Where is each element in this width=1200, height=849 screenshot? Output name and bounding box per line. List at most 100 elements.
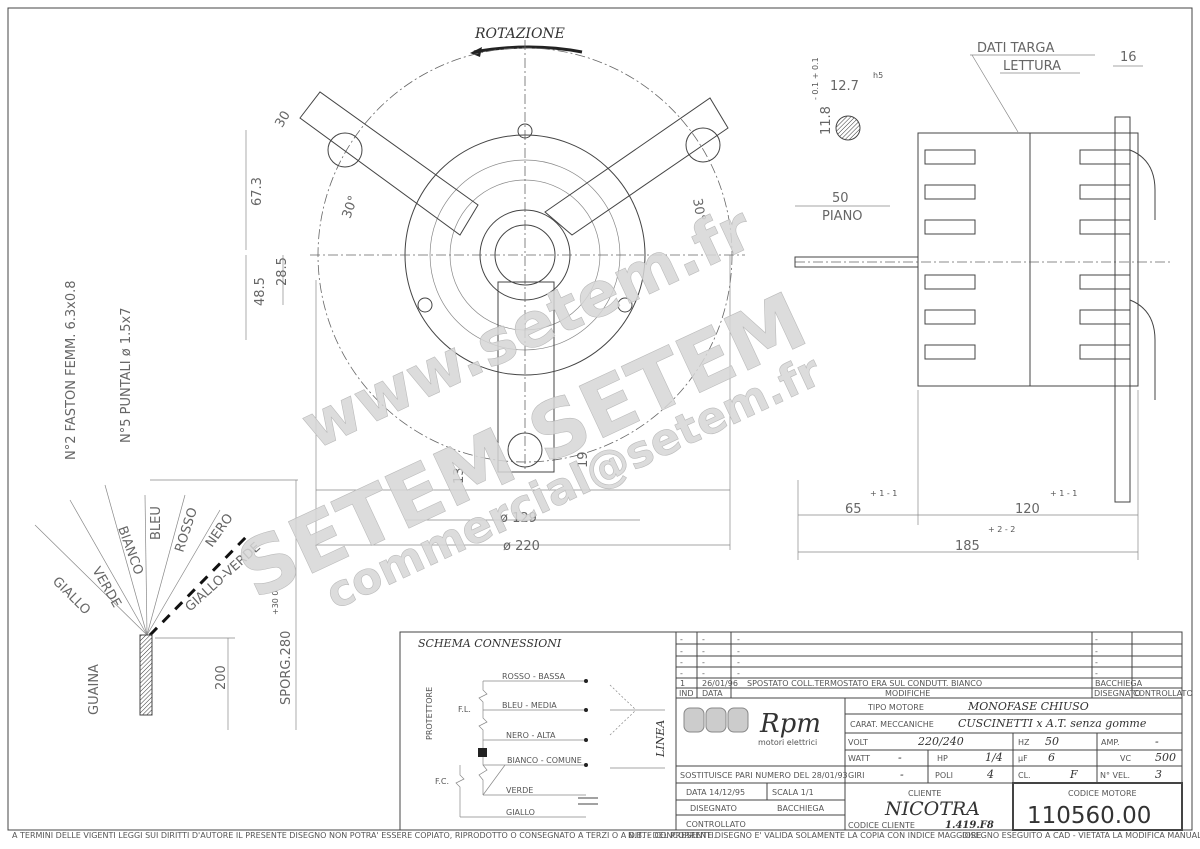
motor-body-side bbox=[917, 132, 1139, 387]
codice-cliente-value: 1.419.F8 bbox=[945, 820, 994, 831]
revision-header: DATA bbox=[702, 689, 723, 698]
wire-bleu: BLEU bbox=[149, 506, 164, 540]
connection-schema: SCHEMA CONNESSIONI ROSSO - BASSA BLEU - … bbox=[399, 631, 677, 831]
footer-copyright: A TERMINI DELLE VIGENTI LEGGI SUI DIRITT… bbox=[12, 831, 716, 840]
revision-cell: - bbox=[680, 647, 683, 656]
schema-fl: F.L. bbox=[458, 705, 471, 714]
poli-label: POLI bbox=[935, 771, 953, 780]
schema-title: SCHEMA CONNESSIONI bbox=[418, 637, 562, 650]
puntali-label: N°5 PUNTALI ø 1.5x7 bbox=[119, 308, 134, 443]
guaina-sheath bbox=[139, 634, 153, 716]
codice-cliente-label: CODICE CLIENTE bbox=[848, 821, 915, 830]
schema-nero-alta: NERO - ALTA bbox=[506, 731, 556, 740]
dim-48: 48.5 bbox=[253, 277, 268, 306]
shaft-diameter: 12.7 bbox=[830, 79, 859, 94]
piano: PIANO bbox=[822, 209, 863, 224]
tipo-value: MONOFASE CHIUSO bbox=[967, 700, 1089, 713]
rpm-logo: Rpm motori elettrici bbox=[683, 707, 821, 747]
dim-129: ø 129 bbox=[500, 511, 537, 526]
volt-value: 220/240 bbox=[917, 735, 964, 748]
drawing-info: SOSTITUISCE PARI NUMERO DEL 28/01/93 DAT… bbox=[680, 771, 1151, 831]
schema-bianco-comune: BIANCO - COMUNE bbox=[507, 756, 582, 765]
amp-value: - bbox=[1155, 735, 1159, 748]
dim-185: 185 bbox=[955, 539, 980, 554]
revision-header: MODIFICHE bbox=[885, 689, 930, 698]
controllato-label: CONTROLLATO bbox=[686, 820, 746, 829]
codice-motore-value: 110560.00 bbox=[1027, 803, 1151, 829]
data: DATA 14/12/95 bbox=[686, 788, 745, 797]
disegnato-value: BACCHIEGA bbox=[777, 804, 825, 813]
codice-motore-label: CODICE MOTORE bbox=[1068, 789, 1137, 798]
schema-verde: VERDE bbox=[506, 786, 533, 795]
angle-left: 30° bbox=[340, 194, 362, 221]
dim-185-tol: + 2 - 2 bbox=[988, 525, 1015, 534]
dim-13: 13 bbox=[452, 467, 467, 484]
spec-table: TIPO MOTORE MONOFASE CHIUSO CARAT. MECCA… bbox=[848, 700, 1176, 781]
sostituisce: SOSTITUISCE PARI NUMERO DEL 28/01/93 bbox=[680, 771, 848, 780]
hz-label: HZ bbox=[1018, 738, 1030, 747]
wire-verde: VERDE bbox=[89, 565, 124, 611]
footer-cad: DISEGNO ESEGUITO A CAD - VIETATA LA MODI… bbox=[962, 831, 1200, 840]
logo-brand: Rpm bbox=[759, 709, 821, 739]
hp-value: 1/4 bbox=[985, 751, 1003, 764]
revision-cell: - bbox=[702, 647, 705, 656]
logo-sub: motori elettrici bbox=[758, 738, 817, 747]
vel-label: N° VEL. bbox=[1100, 771, 1130, 780]
revision-cell: SPOSTATO COLL.TERMOSTATO ERA SUL CONDUTT… bbox=[747, 679, 982, 688]
tipo-label: TIPO MOTORE bbox=[867, 703, 924, 712]
dim-200: 200 bbox=[214, 665, 229, 690]
front-view: ROTAZIONE 67.3 48.5 28.5 30 30° 30° 19 bbox=[245, 26, 745, 554]
scala: SCALA 1/1 bbox=[772, 788, 814, 797]
faston-label: N°2 FASTON FEMM. 6.3x0.8 bbox=[64, 280, 79, 460]
uf-label: µF bbox=[1018, 754, 1028, 763]
title-block bbox=[675, 631, 1183, 831]
carat-value: CUSCINETTI x A.T. senza gomme bbox=[958, 717, 1147, 730]
giri-label: GIRI bbox=[848, 771, 864, 780]
revision-header: DISEGNATO bbox=[1094, 689, 1141, 698]
poli-value: 4 bbox=[986, 768, 994, 781]
cliente-label: CLIENTE bbox=[908, 789, 941, 798]
revision-cell: - bbox=[1095, 669, 1098, 678]
dim-28: 28.5 bbox=[275, 257, 290, 286]
revision-cell: - bbox=[702, 669, 705, 678]
revision-cell: - bbox=[737, 669, 740, 678]
vel-value: 3 bbox=[1155, 768, 1162, 781]
wire-giallo: GIALLO bbox=[49, 574, 93, 618]
wire-harness: N°2 FASTON FEMM. 6.3x0.8 N°5 PUNTALI ø 1… bbox=[34, 280, 298, 730]
schema-giallo: GIALLO bbox=[506, 808, 535, 817]
revision-cell: 1 bbox=[680, 679, 685, 688]
footer-note: N.B. - DEL PRESENTE DISEGNO E' VALIDA SO… bbox=[628, 831, 984, 840]
revision-cell: - bbox=[737, 658, 740, 667]
dim-16: 16 bbox=[1120, 50, 1137, 65]
watt-value: - bbox=[898, 751, 902, 764]
angle-right: 30° bbox=[689, 197, 708, 222]
revision-header: CONTROLLATO bbox=[1133, 689, 1193, 698]
wire-bianco: BIANCO bbox=[114, 524, 145, 577]
cl-value: F bbox=[1069, 768, 1078, 781]
rotation-label: ROTAZIONE bbox=[474, 26, 565, 42]
dim-65-tol: + 1 - 1 bbox=[870, 489, 897, 498]
revision-cell: - bbox=[680, 635, 683, 644]
watt-label: WATT bbox=[848, 754, 870, 763]
dim-67: 67.3 bbox=[250, 177, 265, 206]
revision-cell: - bbox=[737, 635, 740, 644]
dim-30: 30 bbox=[273, 109, 294, 131]
wire-rosso: ROSSO bbox=[173, 506, 201, 554]
sporg-label: SPORG.280 bbox=[279, 631, 294, 705]
lettura: LETTURA bbox=[1003, 59, 1061, 74]
sporg-tol: +30 0 bbox=[271, 590, 280, 615]
carat-label: CARAT. MECCANICHE bbox=[850, 720, 934, 729]
vc-value: 500 bbox=[1155, 751, 1176, 764]
mounting-arm-right bbox=[544, 97, 729, 236]
shaft bbox=[794, 256, 919, 268]
dim-19: 19 bbox=[576, 451, 591, 468]
revision-cell: - bbox=[680, 669, 683, 678]
schema-linea: LINEA bbox=[654, 720, 667, 758]
revision-cell: - bbox=[702, 658, 705, 667]
disegnato-label: DISEGNATO bbox=[690, 804, 737, 813]
shaft-flat: 11.8 bbox=[819, 106, 834, 135]
shaft-tolerance: h5 bbox=[873, 71, 883, 80]
schema-fc: F.C. bbox=[435, 777, 449, 786]
dim-120: 120 bbox=[1015, 502, 1040, 517]
